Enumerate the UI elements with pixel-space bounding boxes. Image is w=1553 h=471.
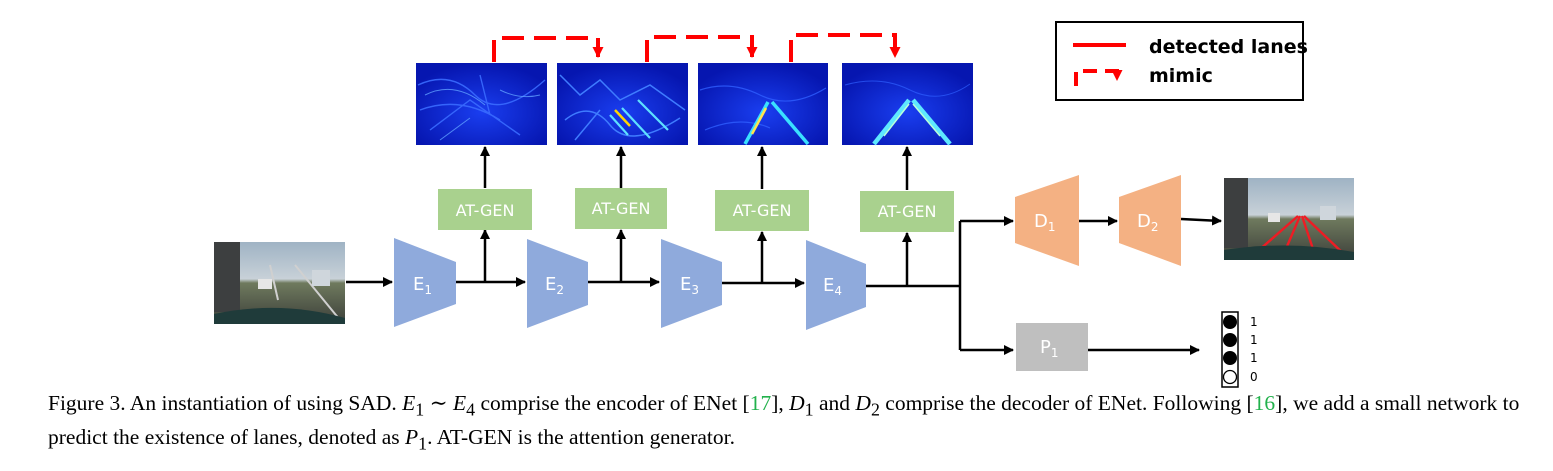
attention-map-4: [842, 63, 973, 146]
encoder-e2: E2: [527, 239, 588, 328]
legend: detected lanes mimic: [1055, 21, 1308, 101]
output-lane-image: [1224, 178, 1354, 260]
caption-prefix: Figure 3. An instantiation of using SAD.: [48, 391, 403, 415]
citation-17-link[interactable]: 17: [749, 391, 772, 415]
at-gen-3-label: AT-GEN: [733, 201, 792, 220]
attention-map-1: [416, 63, 547, 145]
caption-text-1: comprise the encoder of ENet [: [475, 391, 750, 415]
caption-e1-sub: 1: [415, 399, 425, 420]
legend-detected-lanes-label: detected lanes: [1149, 36, 1308, 58]
mimic-arrow-1: [492, 36, 604, 62]
decoder-d2-label: D2: [1137, 211, 1159, 234]
attention-map-2: [557, 63, 688, 145]
encoder-e1-label: E1: [413, 274, 432, 297]
legend-mimic-label: mimic: [1149, 65, 1213, 87]
existence-vector: 1 1 1 0: [1221, 311, 1258, 388]
decoder-d1: D1: [1015, 175, 1079, 266]
encoder-e1: E1: [394, 238, 456, 327]
caption-text-5: . AT-GEN is the attention generator.: [427, 425, 736, 450]
existence-value-2: 1: [1250, 333, 1258, 347]
at-gen-1-label: AT-GEN: [456, 201, 515, 220]
caption-text-2: ],: [771, 391, 790, 415]
encoder-e2-label: E2: [545, 274, 564, 297]
encoder-e4: E4: [806, 240, 866, 330]
legend-box: [1055, 21, 1304, 101]
citation-16-link[interactable]: 16: [1253, 391, 1276, 415]
at-gen-1: AT-GEN: [438, 189, 532, 230]
mimic-arrows: [492, 33, 901, 62]
existence-value-1: 1: [1250, 315, 1258, 329]
existence-dot-2: [1223, 333, 1237, 347]
existence-dot-1: [1223, 315, 1237, 329]
existence-dot-3: [1223, 351, 1237, 365]
attention-map-3: [698, 63, 828, 146]
existence-value-3: 1: [1250, 351, 1258, 365]
caption-d2: D: [855, 391, 871, 415]
caption-e4-sub: 4: [466, 399, 476, 420]
input-road-image: [214, 242, 345, 324]
existence-value-4: 0: [1250, 370, 1258, 384]
caption-d1-sub: 1: [804, 399, 814, 420]
caption-e1: E: [402, 391, 416, 415]
figure-caption: Figure 3. An instantiation of using SAD.…: [48, 389, 1528, 458]
mimic-arrow-3: [789, 33, 901, 62]
caption-text-3: comprise the decoder of ENet. Following …: [879, 391, 1254, 415]
encoder-e3-label: E3: [680, 274, 699, 297]
encoder-e4-label: E4: [823, 275, 842, 298]
caption-p1: P: [405, 425, 419, 450]
caption-text-4: ], we add a small network to predict the…: [48, 391, 1520, 450]
existence-dot-4: [1222, 369, 1238, 385]
predictor-p1-label: P1: [1040, 337, 1059, 360]
encoder-e3: E3: [661, 239, 722, 328]
sad-architecture-diagram: detected lanes mimic: [214, 21, 1354, 388]
at-gen-2: AT-GEN: [575, 188, 667, 229]
caption-d2-sub: 2: [870, 399, 880, 420]
at-gen-4: AT-GEN: [860, 191, 954, 232]
caption-p1-sub: 1: [418, 433, 428, 454]
at-gen-3: AT-GEN: [715, 190, 809, 231]
predictor-p1: P1: [1016, 323, 1088, 371]
decoder-d1-label: D1: [1034, 211, 1056, 234]
at-gen-2-label: AT-GEN: [592, 199, 651, 218]
flow-connections: [346, 146, 1222, 355]
mimic-arrow-2: [645, 35, 758, 62]
caption-and: and: [813, 391, 856, 415]
decoder-d2: D2: [1119, 175, 1181, 266]
legend-mimic-arrow-icon: [1074, 69, 1123, 86]
caption-e4: E: [453, 391, 467, 415]
caption-d1: D: [789, 391, 805, 415]
at-gen-4-label: AT-GEN: [878, 202, 937, 221]
caption-sim: ∼: [424, 391, 454, 415]
